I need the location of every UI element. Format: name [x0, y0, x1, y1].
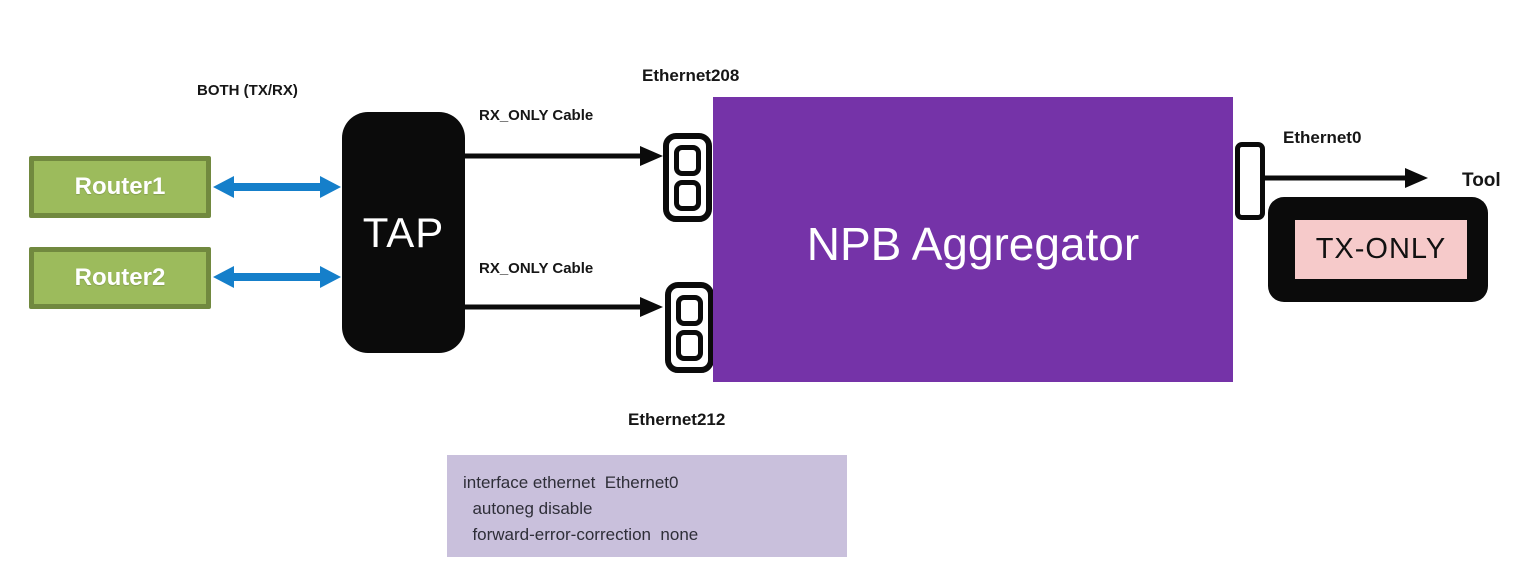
port-square-icon	[674, 179, 701, 211]
router2-label: Router2	[74, 264, 166, 291]
npb-aggregator-node: NPB Aggregator	[713, 97, 1233, 382]
tool-label: Tool	[1462, 170, 1501, 191]
router1-label: Router1	[74, 173, 166, 200]
rx-only-cable-bottom-label: RX_ONLY Cable	[479, 260, 594, 277]
ethernet208-port-icon	[663, 133, 712, 222]
ethernet0-tool-arrow-icon	[1265, 168, 1428, 188]
tx-only-box: TX-ONLY	[1292, 217, 1470, 282]
both-txrx-label: BOTH (TX/RX)	[197, 82, 298, 99]
tool-node: TX-ONLY	[1268, 197, 1488, 302]
ethernet212-label: Ethernet212	[628, 410, 726, 429]
ethernet212-port-icon	[665, 282, 714, 373]
tap-ethernet208-cable-arrow-icon	[465, 146, 663, 166]
config-box: interface ethernet Ethernet0 autoneg dis…	[447, 455, 847, 557]
rx-only-cable-top-label: RX_ONLY Cable	[479, 107, 594, 124]
ethernet208-label: Ethernet208	[642, 66, 740, 85]
port-square-icon	[674, 144, 701, 176]
ethernet0-port-icon	[1235, 142, 1265, 220]
port-square-icon	[676, 329, 703, 361]
tap-node: TAP	[342, 112, 465, 353]
config-line-1: interface ethernet Ethernet0	[463, 473, 679, 492]
router2-tap-bidirectional-arrow-icon	[213, 266, 341, 288]
tap-label: TAP	[362, 208, 445, 256]
port-square-icon	[676, 294, 703, 326]
router1-node: Router1	[29, 156, 211, 218]
tx-only-label: TX-ONLY	[1315, 233, 1447, 265]
config-line-2: autoneg disable	[463, 499, 593, 518]
router1-tap-bidirectional-arrow-icon	[213, 176, 341, 198]
config-line-3: forward-error-correction none	[463, 525, 699, 544]
ethernet0-label: Ethernet0	[1283, 128, 1362, 147]
router2-node: Router2	[29, 247, 211, 309]
tap-ethernet212-cable-arrow-icon	[465, 297, 663, 317]
npb-aggregator-label: NPB Aggregator	[806, 217, 1140, 270]
